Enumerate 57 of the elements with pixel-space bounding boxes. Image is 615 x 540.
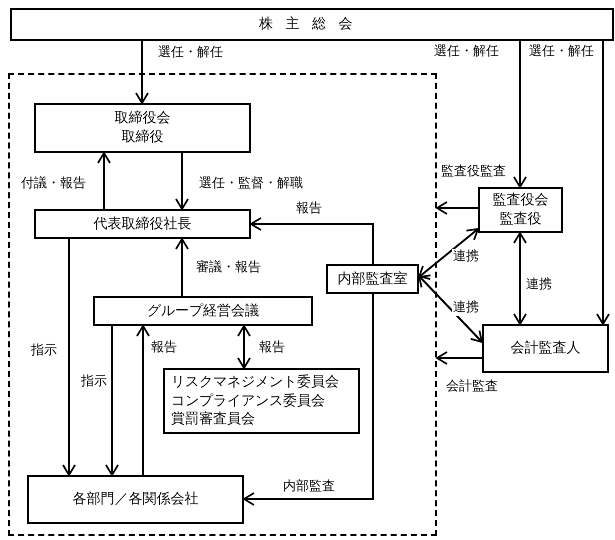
arrow	[513, 232, 527, 325]
node-text: 会計監査人	[510, 339, 580, 358]
edge-label: 指示	[80, 374, 108, 390]
node-text: 取締役会	[114, 109, 170, 128]
arrow	[136, 325, 150, 475]
node-text: 取締役	[122, 128, 164, 147]
arrow	[436, 351, 482, 365]
arrow	[135, 41, 149, 104]
general-meeting-box	[10, 8, 614, 41]
arrow	[513, 41, 527, 188]
arrow	[175, 238, 189, 296]
arrow	[596, 41, 610, 325]
arrow	[105, 326, 119, 476]
edge-label: 監査役監査	[440, 164, 507, 180]
arrow	[418, 228, 479, 278]
edge-label: 報告	[258, 340, 286, 356]
node-text: 賞罰審査員会	[171, 410, 255, 430]
node-text: 監査役	[500, 210, 542, 229]
edge-label: 会計監査	[445, 379, 499, 395]
node-text: リスクマネジメント委員会	[171, 372, 339, 392]
management-meeting-box	[93, 296, 313, 326]
edge-label: 指示	[30, 343, 58, 359]
node-text: 各部門／各関係会社	[72, 490, 198, 509]
dashed-boundary-box	[8, 73, 437, 536]
edge-label: 選任・解任	[433, 44, 500, 60]
accounting-auditor-box	[482, 324, 609, 373]
department-box	[27, 475, 244, 524]
edge-label: 選任・解任	[528, 44, 595, 60]
edge-label: 審議・報告	[195, 260, 262, 276]
node-text: コンプライアンス委員会	[171, 392, 325, 410]
edge-label: 報告	[295, 201, 323, 217]
arrow	[175, 153, 189, 210]
edge-label: 内部監査	[282, 479, 336, 495]
arrow	[97, 152, 111, 209]
board-box	[34, 103, 251, 153]
arrow	[250, 217, 374, 264]
committee-box	[163, 368, 360, 434]
edge-label: 選任・監督・解職	[198, 176, 304, 192]
arrow	[62, 239, 76, 476]
node-text: グループ経営会議	[147, 302, 259, 320]
edge-label: 付議・報告	[20, 176, 87, 192]
internal-audit-box	[326, 264, 419, 294]
edge-label: 報告	[150, 340, 178, 356]
node-text: 内部監査室	[338, 270, 408, 288]
arrow	[418, 275, 483, 343]
arrow	[243, 294, 374, 506]
arrow	[436, 201, 478, 215]
president-box	[34, 209, 251, 239]
edge-label: 連携	[452, 300, 480, 316]
edge-label: 連携	[452, 249, 480, 265]
node-text: 代表取締役社長	[94, 214, 192, 234]
edge-label: 連携	[525, 277, 553, 293]
auditor-box	[478, 187, 563, 233]
node-text: 株主総会	[258, 15, 366, 34]
node-text: 監査役会	[492, 191, 548, 210]
arrow	[237, 325, 251, 369]
edge-label: 選任・解任	[157, 45, 224, 61]
